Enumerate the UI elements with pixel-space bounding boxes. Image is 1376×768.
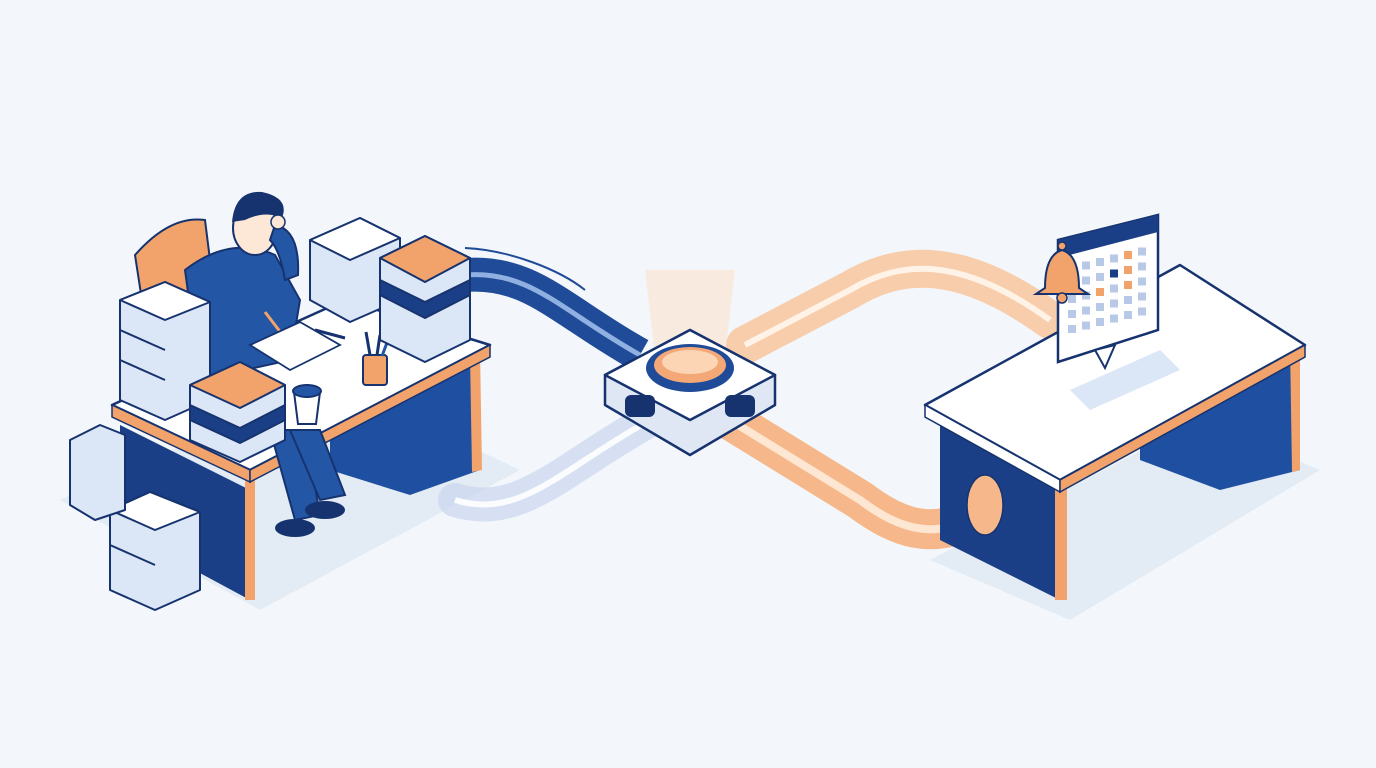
calendar-day-cell xyxy=(1124,266,1132,274)
calendar-day-cell xyxy=(1068,295,1076,303)
calendar-day-cell xyxy=(1110,299,1118,308)
calendar-day-cell xyxy=(1096,273,1104,281)
right-desk-icon xyxy=(923,263,1307,600)
calendar-day-cell xyxy=(1068,325,1076,333)
calendar-day-cell xyxy=(1096,318,1104,326)
calendar-day-cell xyxy=(1124,251,1132,259)
calendar-day-cell xyxy=(1138,262,1146,271)
calendar-day-cell xyxy=(1082,321,1090,330)
calendar-day-cell xyxy=(1096,288,1104,296)
hub-icon xyxy=(603,270,777,457)
calendar-day-cell xyxy=(1096,258,1104,266)
paper-stack-icon xyxy=(69,217,401,611)
binder-icon xyxy=(189,235,471,463)
pencil-cup-icon xyxy=(362,331,390,386)
calendar-day-cell xyxy=(1082,306,1090,315)
calendar-day-cell xyxy=(1082,291,1090,300)
blue-tube-lower xyxy=(438,403,667,522)
document-icon xyxy=(248,320,346,372)
bell-icon xyxy=(1032,241,1092,304)
calendar-day-cell xyxy=(1110,269,1118,278)
calendar-day-cell xyxy=(1068,310,1076,318)
calendar-day-cell xyxy=(1110,314,1118,323)
calendar-day-cell xyxy=(1138,277,1146,286)
calendar-day-cell xyxy=(1138,307,1146,316)
calendar-icon xyxy=(1056,213,1180,410)
orange-tube-upper xyxy=(726,249,1069,364)
calendar-day-cell xyxy=(1124,311,1132,319)
coffee-cup-icon xyxy=(292,384,322,425)
calendar-day-cell xyxy=(1082,276,1090,285)
calendar-day-cell xyxy=(1138,247,1146,256)
calendar-day-cell xyxy=(1138,292,1146,301)
calendar-day-cell xyxy=(1110,284,1118,293)
calendar-day-cell xyxy=(1124,296,1132,304)
calendar-day-cell xyxy=(1124,281,1132,289)
blue-tube-upper xyxy=(463,247,649,370)
calendar-day-cell xyxy=(1110,254,1118,263)
calendar-day-cell xyxy=(1096,303,1104,311)
calendar-day-cell xyxy=(1082,261,1090,270)
